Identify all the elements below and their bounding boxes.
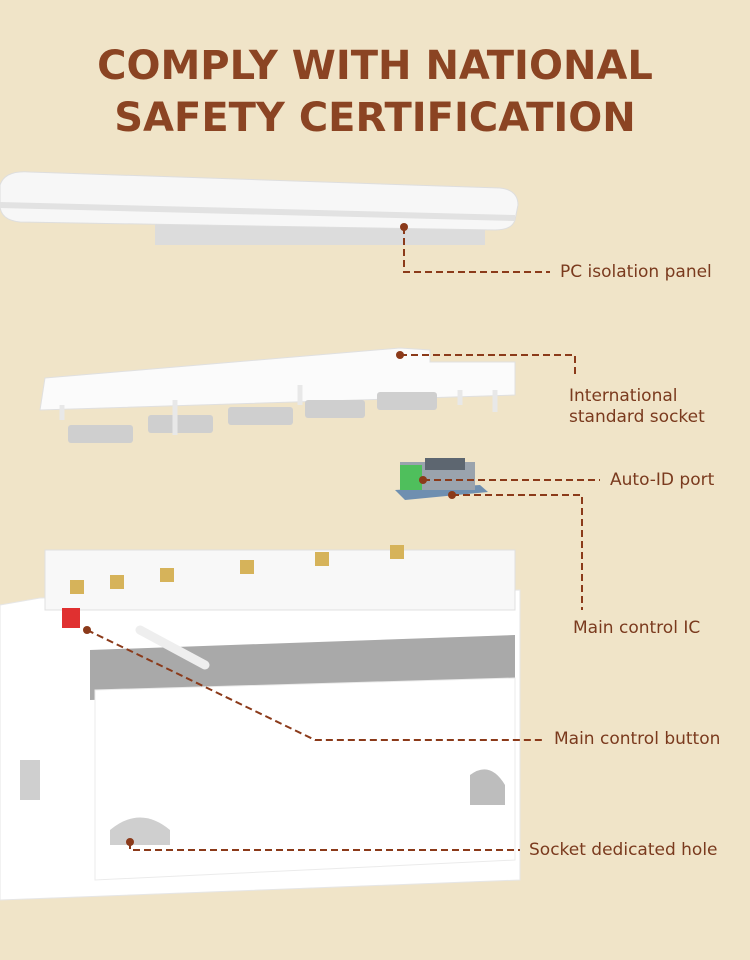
base-box-image [0,545,521,901]
label-pc-isolation-panel: PC isolation panel [560,262,712,282]
label-socket-dedicated-hole: Socket dedicated hole [529,840,718,860]
page-title: COMPLY WITH NATIONAL SAFETY CERTIFICATIO… [0,40,750,144]
pc-isolation-panel-image [0,171,519,245]
label-socket-line-2: standard socket [569,407,705,427]
label-socket-line-1: International [569,386,678,406]
leader-dots [83,223,456,846]
title-line-2: SAFETY CERTIFICATION [114,95,636,141]
title-line-1: COMPLY WITH NATIONAL [97,43,653,89]
label-international-standard-socket: International standard socket [569,386,705,428]
label-main-control-ic: Main control IC [573,618,701,638]
label-main-control-button: Main control button [554,729,721,749]
socket-panel-image [39,347,516,443]
label-auto-id-port: Auto-ID port [610,470,715,490]
main-control-ic-image [395,458,488,500]
